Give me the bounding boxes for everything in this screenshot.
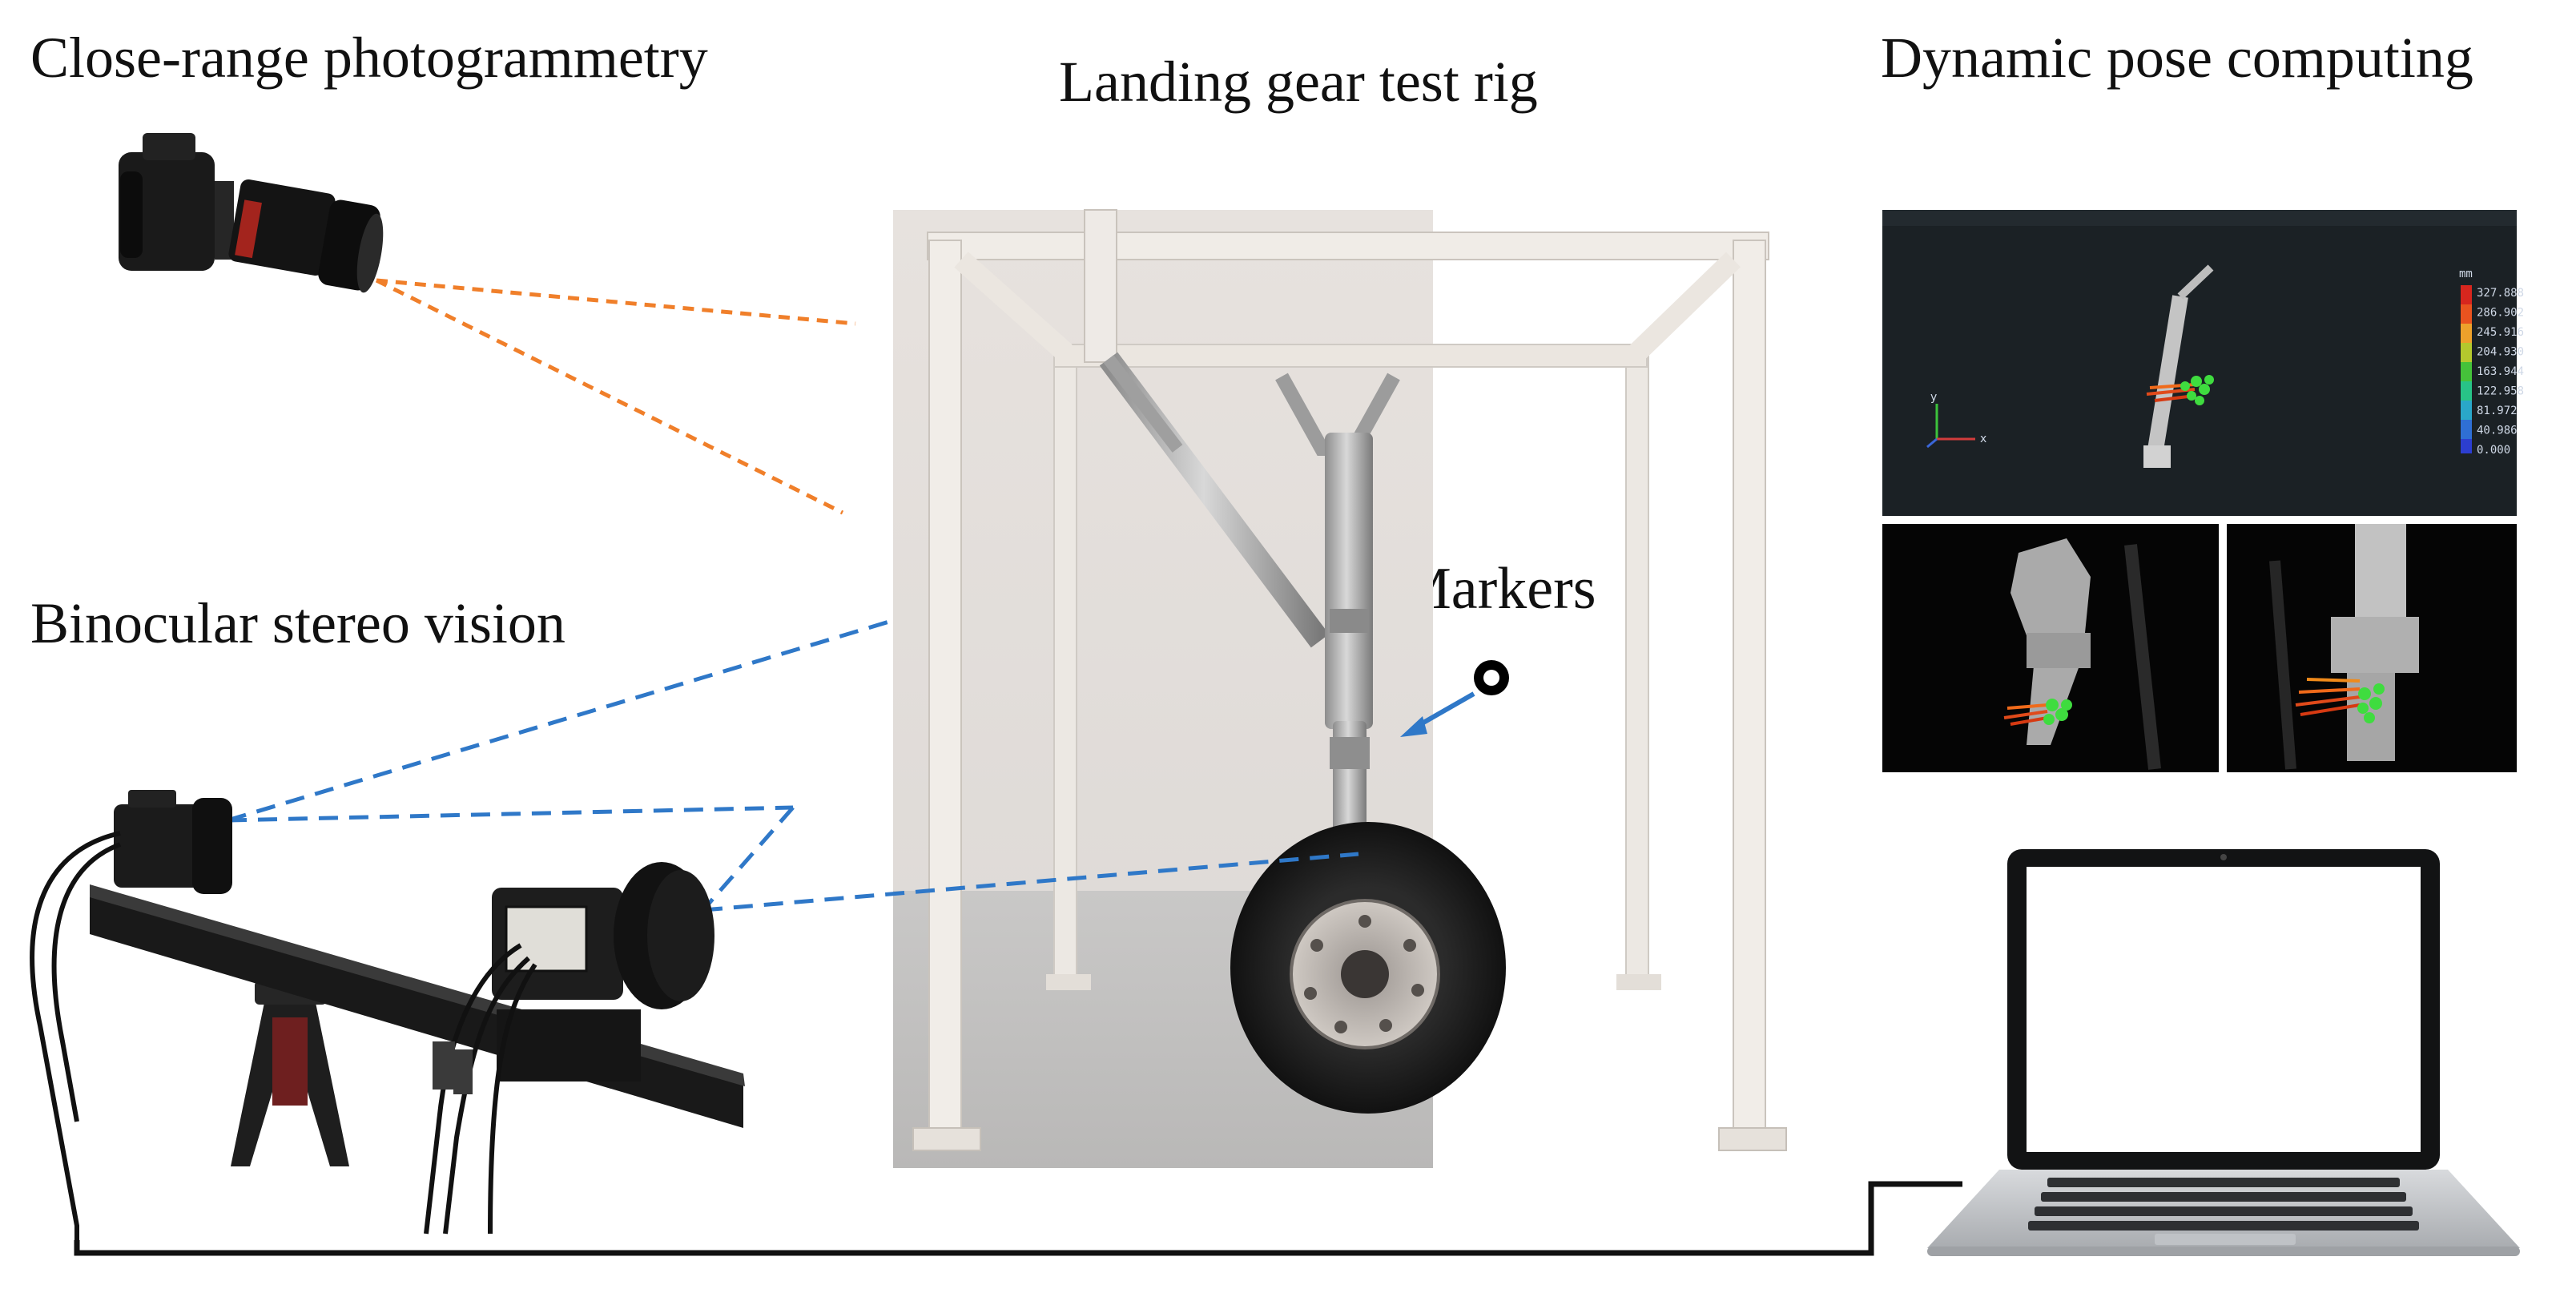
colorbar-tick-label: 327.888 [2477, 287, 2524, 300]
label-close-range-photogrammetry: Close-range photogrammetry [30, 26, 708, 90]
landing-gear-rig-photo [893, 209, 1787, 1168]
colorbar-ticks: 327.888 286.902 245.916 204.930 163.944 122.9… [2477, 287, 2524, 457]
colorbar-tick-label: 163.944 [2477, 365, 2524, 378]
label-binocular-stereo-vision: Binocular stereo vision [30, 591, 566, 655]
colorbar-tick-label: 204.930 [2477, 346, 2524, 359]
data-cable [74, 1181, 1962, 1256]
label-landing-gear-test-rig: Landing gear test rig [1059, 50, 1538, 114]
dslr-camera [119, 133, 384, 293]
marker-target [1474, 660, 1509, 695]
colorbar-tick-label: 122.958 [2477, 385, 2524, 398]
colorbar-tick-label: 0.000 [2477, 444, 2510, 457]
marker-pointer-arrow [1400, 691, 1475, 737]
label-dynamic-pose-computing: Dynamic pose computing [1881, 26, 2473, 90]
colorbar-unit: mm [2459, 268, 2473, 280]
colorbar-tick-label: 40.986 [2477, 425, 2518, 437]
axis-y-label: y [1930, 391, 1937, 404]
orange-sightlines [375, 278, 856, 515]
blue-sightlines [227, 619, 1359, 913]
laptop [1927, 849, 2520, 1256]
colorbar-tick-label: 286.902 [2477, 307, 2524, 320]
pose-3d-result-panel [1882, 210, 2517, 516]
axis-x-label: x [1980, 433, 1986, 445]
stereo-camera-rig [30, 790, 745, 1250]
colorbar-tick-label: 245.916 [2477, 326, 2524, 339]
colorbar-tick-label: 81.972 [2477, 405, 2518, 417]
pose-camera-view-left [1882, 524, 2219, 772]
pose-camera-view-right [2227, 524, 2517, 772]
